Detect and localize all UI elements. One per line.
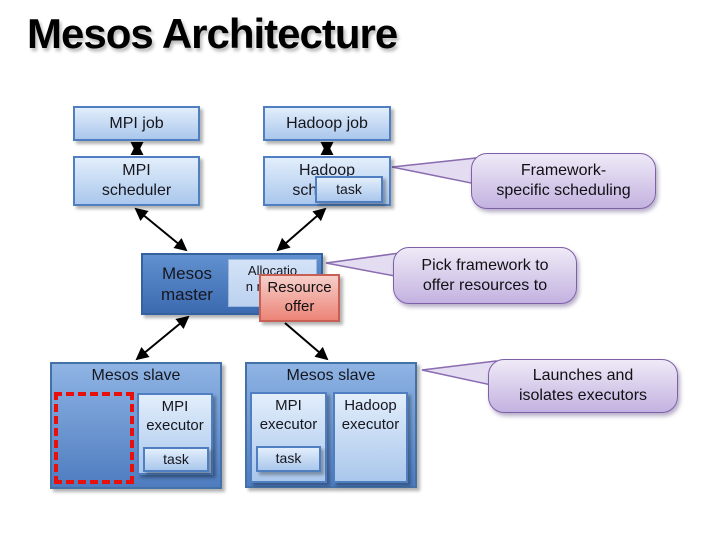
node-mesos-master-label: Mesos master bbox=[161, 263, 213, 304]
node-hadoop-job-label: Hadoop job bbox=[286, 114, 368, 132]
callout-framework-scheduling-label: Framework- specific scheduling bbox=[496, 162, 631, 199]
dashed-placeholder-box bbox=[54, 392, 134, 484]
callout-pick-framework: Pick framework to offer resources to bbox=[393, 247, 577, 304]
callout-framework-scheduling: Framework- specific scheduling bbox=[471, 153, 656, 209]
node-mpi-executor-right-label: MPI executor bbox=[259, 397, 318, 433]
callout-pick-framework-label: Pick framework to offer resources to bbox=[421, 256, 549, 294]
node-resource-offer: Resource offer bbox=[259, 274, 340, 322]
node-scheduler-task: task bbox=[315, 176, 383, 203]
callout-tail-framework bbox=[391, 157, 477, 185]
double-arrow-hadoop-scheduler-master bbox=[276, 207, 327, 252]
node-mpi-job-label: MPI job bbox=[109, 114, 164, 132]
callout-launches-label: Launches and isolates executors bbox=[518, 367, 648, 404]
node-resource-offer-label: Resource offer bbox=[267, 279, 332, 315]
node-hadoop-job: Hadoop job bbox=[263, 106, 391, 141]
callout-launches: Launches and isolates executors bbox=[488, 359, 678, 413]
callout-tail-launches bbox=[421, 360, 497, 387]
node-mesos-slave-right-title: Mesos slave bbox=[286, 367, 376, 384]
node-mpi-executor-left-label: MPI executor bbox=[146, 398, 204, 434]
node-task-right-label: task bbox=[275, 450, 302, 467]
node-mesos-slave-left-title: Mesos slave bbox=[91, 367, 181, 384]
arrow-offer-slave-right bbox=[284, 322, 329, 361]
node-task-right: task bbox=[256, 446, 321, 472]
node-task-left: task bbox=[143, 447, 209, 472]
node-hadoop-executor-right-label: Hadoop executor bbox=[341, 397, 400, 433]
double-arrow-master-slave-left bbox=[135, 315, 190, 361]
node-mpi-scheduler-label: MPI scheduler bbox=[101, 162, 172, 199]
node-mpi-job: MPI job bbox=[73, 106, 200, 141]
node-task-left-label: task bbox=[163, 450, 189, 467]
node-mpi-scheduler: MPI scheduler bbox=[73, 156, 200, 206]
slide-title: Mesos Architecture bbox=[27, 10, 398, 57]
double-arrow-mpi-scheduler-master bbox=[134, 207, 188, 252]
node-hadoop-executor-right: Hadoop executor bbox=[333, 392, 408, 483]
node-scheduler-task-label: task bbox=[336, 180, 362, 197]
